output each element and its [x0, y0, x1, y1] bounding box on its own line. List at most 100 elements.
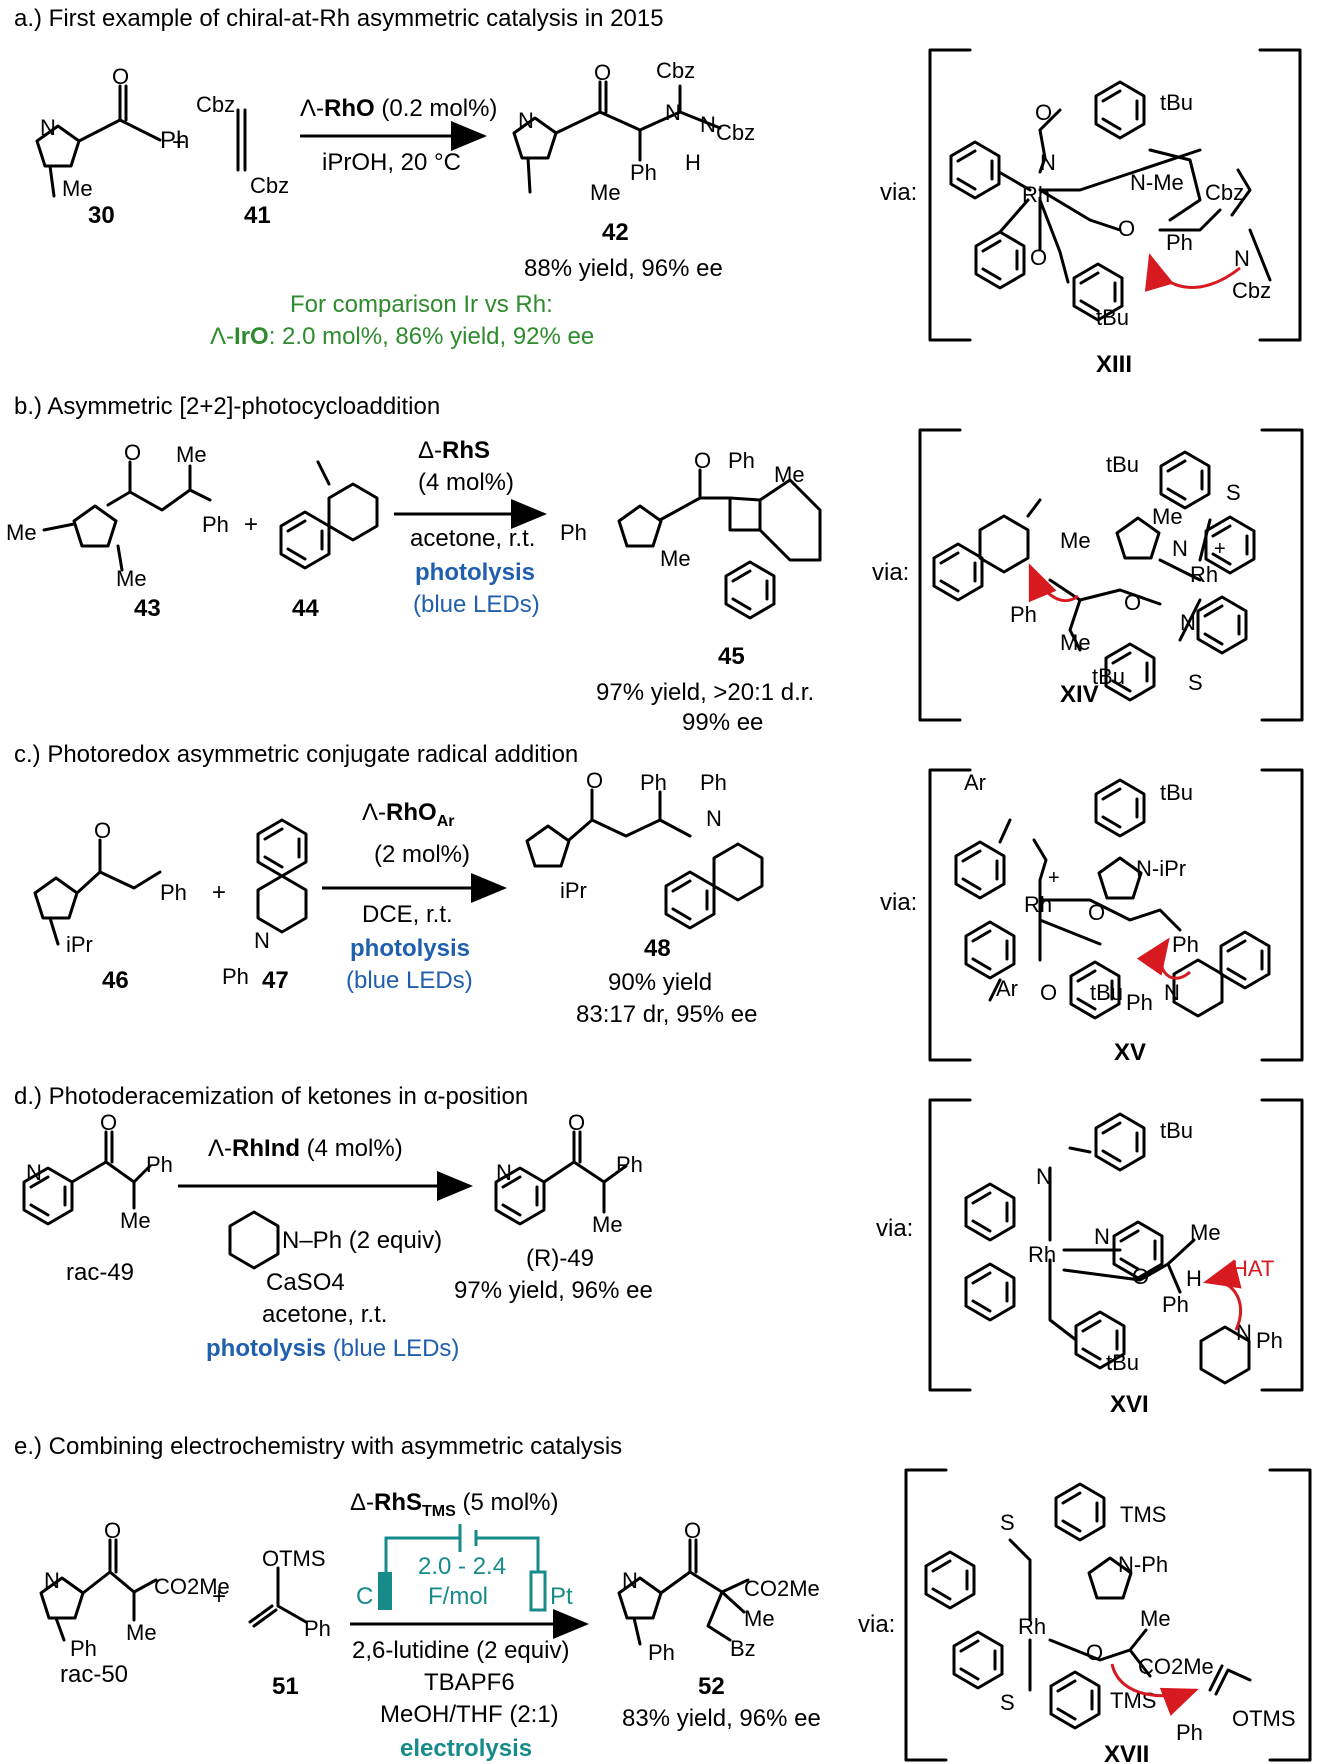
intermediate-xiv-structure	[932, 450, 1256, 702]
atom-label-co2me-3: CO2Me	[1138, 1654, 1214, 1679]
atom-label-o-5: O	[1030, 245, 1047, 270]
atom-label-n-13: N	[496, 1160, 512, 1185]
compound-number-30: 30	[88, 202, 115, 229]
atom-label-me-8: Me	[1060, 528, 1091, 553]
atom-label-n-4: N	[700, 112, 716, 137]
intermediate-xv-brackets	[928, 768, 1304, 1062]
atom-label-me-5: Me	[116, 566, 147, 591]
compound-number-41: 41	[244, 202, 271, 229]
atom-label-cbz-3: Cbz	[656, 58, 695, 83]
atom-label-o-6: O	[124, 440, 141, 465]
compound-46-structure	[33, 838, 162, 946]
compound-44-structure	[279, 460, 379, 570]
intermediate-xvi-structure	[964, 1112, 1251, 1385]
atom-label-n-6: N	[1234, 246, 1250, 271]
result-text: 88% yield, 96% ee	[524, 255, 723, 282]
intermediate-label-xvii: XVII	[1104, 1741, 1149, 1764]
atom-label-tbu-7: tBu	[1160, 1118, 1193, 1143]
atom-label-n-3: N	[665, 100, 681, 125]
plus-sign-2: +	[244, 511, 258, 538]
compound-number-43: 43	[134, 595, 161, 622]
atom-label-cbz-4: Cbz	[716, 120, 755, 145]
atom-label-ph-17: Ph	[1256, 1328, 1283, 1353]
compound-45-structure	[617, 468, 822, 620]
atom-label-ph-3: Ph	[1166, 230, 1193, 255]
atom-label-ph-8: Ph	[160, 880, 187, 905]
atom-label-n-16: N	[1236, 1320, 1252, 1345]
atom-label-me-10: Me	[1060, 630, 1091, 655]
atom-label-ph-9: Ph	[222, 964, 249, 989]
catalyst-amount-2: (2 mol%)	[374, 841, 470, 868]
atom-label-s-4: S	[1000, 1690, 1015, 1715]
atom-label-n-me: N-Me	[1130, 170, 1184, 195]
atom-label-tbu-6: tBu	[1090, 980, 1123, 1005]
platinum-electrode	[529, 1570, 547, 1612]
atom-label-tbu: tBu	[1160, 90, 1193, 115]
compound-rac-50-structure	[39, 1538, 158, 1642]
intermediate-label-xiii: XIII	[1096, 351, 1132, 378]
conditions-text-5: acetone, r.t.	[262, 1301, 387, 1328]
atom-label-tbu-2: tBu	[1096, 305, 1129, 330]
atom-label-o-4: O	[1118, 216, 1135, 241]
intermediate-xiii-structure	[949, 80, 1272, 322]
atom-label-plus: +	[1214, 538, 1226, 560]
plus-sign: +	[172, 129, 186, 156]
via-label-4: via:	[876, 1215, 913, 1242]
activation-photolysis-2: photolysis	[350, 935, 470, 962]
curly-arrow-2	[1028, 563, 1079, 603]
atom-label-h-2: H	[1186, 1266, 1202, 1291]
atom-label-ph: Ph	[160, 127, 189, 154]
atom-label-o-14: O	[568, 1110, 585, 1135]
atom-label-ph-4: Ph	[202, 512, 229, 537]
atom-label-o-3: O	[1035, 100, 1052, 125]
atom-label-h: H	[685, 150, 701, 175]
curly-arrow-5	[1110, 1663, 1199, 1716]
atom-label-co2me: CO2Me	[154, 1574, 230, 1599]
atom-label-otms: OTMS	[262, 1546, 326, 1571]
atom-label-me-14: Me	[126, 1620, 157, 1645]
panel-a: a.) First example of chiral-at-Rh asymme…	[14, 5, 1302, 378]
atom-label-ar-2: Ar	[996, 976, 1018, 1001]
result-text-4: 90% yield	[608, 969, 712, 996]
atom-label-tbu-8: tBu	[1106, 1350, 1139, 1375]
activation-detail-2: (blue LEDs)	[346, 967, 473, 994]
catalyst-amount: (4 mol%)	[418, 469, 514, 496]
atom-label-o-10: O	[586, 768, 603, 793]
atom-label-rh-5: Rh	[1018, 1614, 1046, 1639]
atom-label-n-7: N	[1172, 536, 1188, 561]
atom-label-ar: Ar	[964, 770, 986, 795]
conditions-text: iPrOH, 20 °C	[322, 149, 461, 176]
panel-b: b.) Asymmetric [2+2]-photocycloaddition …	[6, 393, 1304, 736]
compound-number-48: 48	[644, 935, 671, 962]
electrode-label-pt: Pt	[550, 1583, 573, 1610]
result-text-3: 99% ee	[682, 709, 763, 736]
activation-line: photolysis (blue LEDs)	[206, 1335, 459, 1362]
atom-label-ph-2: Ph	[630, 160, 657, 185]
compound-number-44: 44	[292, 595, 319, 622]
compound-label-rac-49: rac-49	[66, 1259, 134, 1286]
atom-label-o-2: O	[594, 60, 611, 85]
compound-30-structure	[35, 84, 162, 198]
conditions-text-8: MeOH/THF (2:1)	[380, 1701, 559, 1728]
compound-number-47: 47	[262, 967, 289, 994]
conditions-text-3: DCE, r.t.	[362, 901, 453, 928]
compound-r-49-structure	[494, 1130, 628, 1226]
atom-label-n-8: N	[1180, 610, 1196, 635]
curly-arrow-4	[1203, 1259, 1243, 1331]
compound-41-structure	[236, 108, 247, 172]
atom-label-ph-5: Ph	[560, 520, 587, 545]
atom-label-ph-18: Ph	[70, 1636, 97, 1661]
atom-label-n-ph: N-Ph	[1118, 1552, 1168, 1577]
atom-label-me-12: Me	[592, 1212, 623, 1237]
panel-e: e.) Combining electrochemistry with asym…	[14, 1433, 1312, 1764]
activation-detail: (blue LEDs)	[413, 591, 540, 618]
atom-label-o-16: O	[104, 1518, 121, 1543]
compound-51-structure	[248, 1566, 308, 1628]
compound-number-51: 51	[272, 1673, 299, 1700]
atom-label-o-15: O	[1132, 1264, 1149, 1289]
atom-label-ph-15: Ph	[616, 1152, 643, 1177]
intermediate-label-xvi: XVI	[1110, 1391, 1149, 1418]
atom-label-me-13: Me	[1190, 1220, 1221, 1245]
atom-label-me-15: Me	[744, 1606, 775, 1631]
charge-unit: F/mol	[428, 1583, 488, 1610]
